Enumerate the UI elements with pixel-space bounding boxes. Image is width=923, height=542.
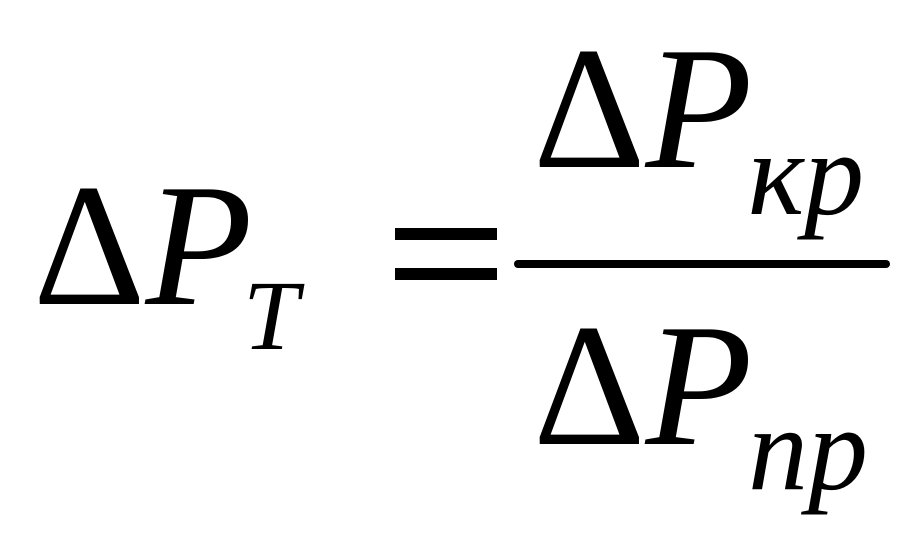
- delta-symbol: Δ: [533, 288, 646, 482]
- numerator-subscript: кр: [748, 107, 865, 240]
- numerator-delta-p: ΔP: [533, 21, 752, 196]
- p-symbol: P: [645, 288, 753, 482]
- lhs-subscript: T: [243, 260, 299, 371]
- p-symbol: P: [645, 11, 753, 205]
- denominator-subscript: пр: [748, 382, 868, 515]
- p-symbol: P: [145, 148, 253, 342]
- fraction-line: [514, 260, 890, 268]
- delta-symbol: Δ: [33, 148, 146, 342]
- delta-symbol: Δ: [533, 11, 646, 205]
- lhs-delta-p: ΔP: [33, 158, 252, 333]
- denominator-delta-p: ΔP: [533, 298, 752, 473]
